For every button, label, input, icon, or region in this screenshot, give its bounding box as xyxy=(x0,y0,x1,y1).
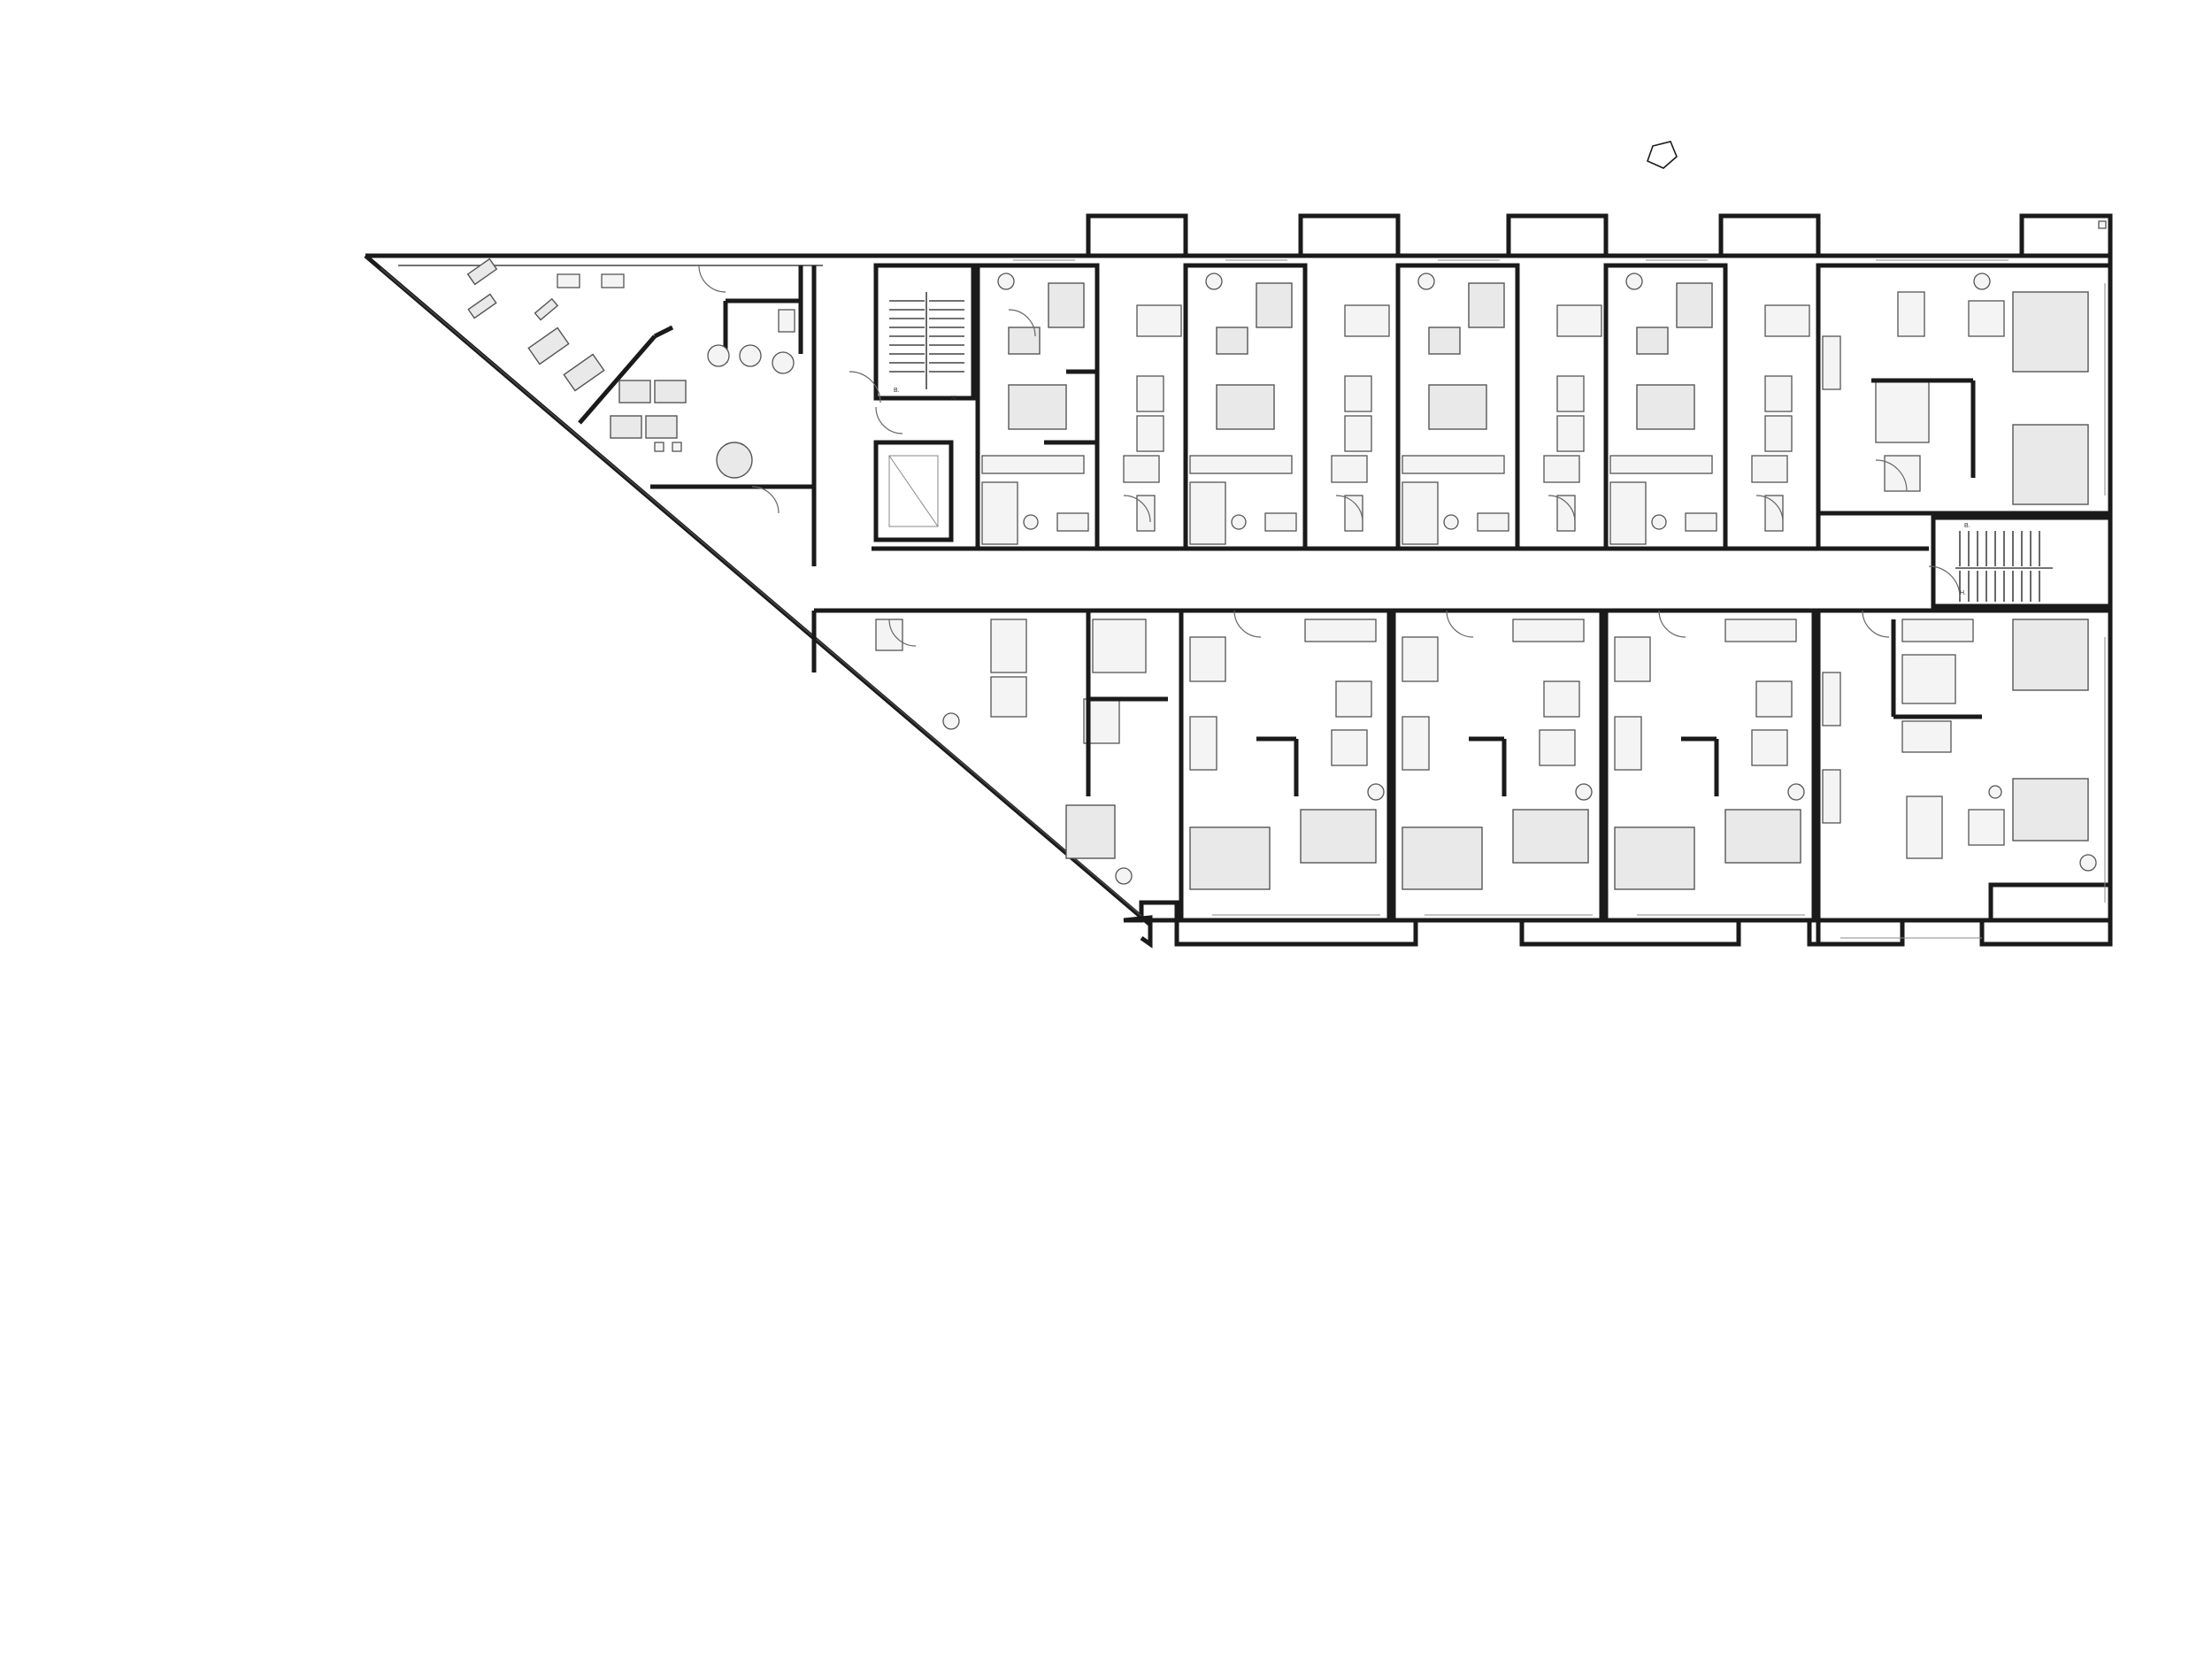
stair-label-h: H. xyxy=(951,396,957,402)
stair-label-h-right: H. xyxy=(1960,590,1966,596)
unit-bottom-4 xyxy=(1603,608,1816,923)
plant-icon xyxy=(1787,783,1805,801)
plant-icon xyxy=(942,712,960,730)
unit-top-4 xyxy=(1603,263,1810,551)
unit-top-3 xyxy=(1395,263,1602,551)
unit-bottom-3 xyxy=(1391,608,1604,923)
balconies-top xyxy=(1086,213,2113,258)
plant-icon xyxy=(1988,785,2002,799)
unit-top-1 xyxy=(975,263,1182,551)
party-walls xyxy=(811,265,1821,944)
unit-bottom-1 xyxy=(875,611,1168,885)
unit-bottom-5 xyxy=(1816,608,2113,923)
plant-icon xyxy=(1973,273,1991,290)
plant-icon xyxy=(1575,783,1593,801)
unit-top-2 xyxy=(1183,263,1390,551)
core-left: B. H. xyxy=(849,263,976,542)
plant-icon xyxy=(1625,273,1643,290)
stair-icon xyxy=(889,292,964,389)
north-arrow-icon xyxy=(1646,141,1678,169)
stair-label-b-right: B. xyxy=(1964,523,1970,529)
plant-icon xyxy=(1367,783,1385,801)
units-bottom xyxy=(875,608,2113,923)
unit-bottom-2 xyxy=(1179,608,1392,923)
plant-icon xyxy=(997,273,1015,290)
stair-icon xyxy=(1955,531,2053,602)
plant-icon xyxy=(2079,854,2097,872)
plant-icon xyxy=(1417,273,1435,290)
unit-top-5 xyxy=(1816,263,2113,516)
stair-label-b: B. xyxy=(894,388,900,394)
plant-icon xyxy=(1205,273,1223,290)
core-right: B. H. xyxy=(1928,515,2113,609)
common-lounge xyxy=(466,257,817,566)
windows xyxy=(1013,259,2106,939)
plant-icon xyxy=(1115,867,1133,885)
